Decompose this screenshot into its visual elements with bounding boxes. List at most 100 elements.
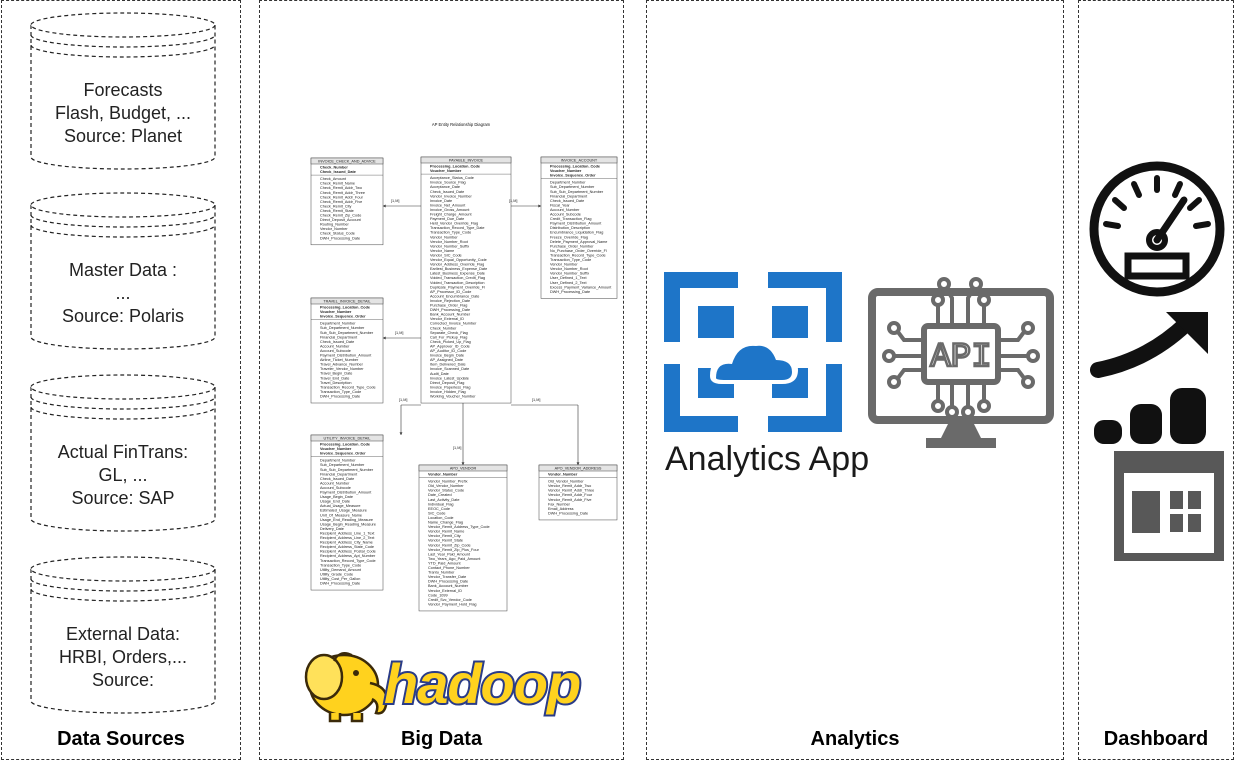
erd-field: Transaction_Record_Type_Code: [320, 559, 376, 563]
erd-field: Sub_Sub_Department_Number: [320, 331, 374, 335]
erd-field: Check_Amount: [320, 177, 347, 181]
erd-field: Recipient_Address_Line_2_Text: [320, 536, 375, 540]
erd-field: Invoice_Begin_Date: [430, 354, 464, 358]
erd-field: Actual_Usage_Measure: [320, 504, 361, 508]
erd-key-field: Check_Number: [320, 166, 348, 170]
erd-field: Credit_Transaction_Flag: [550, 217, 591, 221]
erd-field: Old_Vendor_Number: [428, 484, 464, 488]
erd-field: Recipient_Address_Postal_Code: [320, 550, 376, 554]
api-label: API: [930, 339, 991, 377]
erd-field: Vendor_Transfer_Date: [428, 575, 466, 579]
data-source-line: Flash, Budget, ...: [54, 103, 192, 123]
erd-field: Individual_Flag: [428, 502, 454, 506]
erd-entity-box: [420, 156, 512, 404]
erd-key-field: Vendor_Number: [428, 473, 458, 477]
erd-field: Account_Number: [320, 344, 350, 348]
erd-field: Payment_Distribution_Amount: [320, 491, 372, 495]
erd-field: Check_Remit_Addr_Three: [320, 191, 365, 195]
data-source-line: Source: Polaris: [61, 306, 185, 326]
erd-field: Payment_Distribution_Amount: [550, 222, 602, 226]
erd-field: Account_Encumbrance_Date: [430, 294, 479, 298]
erd-arrowhead: [383, 204, 386, 208]
erd-field: Sub_Sub_Department_Number: [550, 190, 604, 194]
erd-field: Vendor_Number_Suffix: [550, 272, 589, 276]
erd-field: Payment_Due_Date: [430, 217, 464, 221]
erd-entity-name: INVOICE_CHECK_AND_ADVICE: [318, 160, 376, 164]
erd-field: Transaction_Type_Code: [320, 563, 361, 567]
erd-field: Financial_Department: [550, 194, 588, 198]
erd-arrowhead: [383, 336, 386, 340]
erd-field: Account_Number: [320, 481, 350, 485]
erd-field: Utility_Grade_Code: [320, 572, 353, 576]
erd-entity-box: [418, 464, 508, 612]
erd-field: Transaction_Type_Code: [320, 390, 361, 394]
erd-field: Check_Remit_State: [320, 209, 354, 213]
erd-field: Usage_Begin_Reading_Measure: [320, 522, 376, 526]
erd-field: Check_Remit_Name: [320, 182, 355, 186]
erd-field: Account_Subcode: [550, 213, 581, 217]
erd-field: Vendor_Remit_Addr_Three: [548, 489, 594, 493]
data-sources-title: Data Sources: [57, 728, 185, 750]
dashboard-panel: Dashboard: [1078, 0, 1234, 760]
erd-field: Invoice_Scanned_Date: [430, 367, 469, 371]
erd-field: Transaction_Type_Code: [550, 258, 591, 262]
erd-field: Invoice_Source_Flag: [430, 181, 466, 185]
erd-field: Check_Number: [430, 326, 457, 330]
erd-key-field: Processing_Location_Code: [430, 165, 480, 169]
erd-arrowhead: [538, 204, 541, 208]
erd-field: Freight_Charge_Amount: [430, 213, 473, 217]
entity-relationship-diagram: AP Entity Relationship DiagramINVOICE_CH…: [303, 113, 619, 633]
erd-field: Transaction_Record_Type_Code: [550, 253, 606, 257]
erd-field: Working_Voucher_Number: [430, 395, 476, 399]
data-source-label: Master Data :... Source: Polaris: [30, 259, 216, 328]
growth-trend-icon: [1090, 312, 1208, 444]
erd-entity-name: TRAVEL_INVOICE_DETAIL: [323, 300, 370, 304]
erd-entity-box: [310, 434, 384, 591]
erd-field: Unit_Of_Measure_Name: [320, 513, 362, 517]
erd-field: Check_Remit_City: [320, 204, 352, 208]
erd-field: DWH_Processing_Date: [548, 511, 588, 515]
erd-field: Department_Number: [320, 459, 356, 463]
erd-field: Invoice_Paperless_Flag: [430, 385, 471, 389]
erd-entity-name: UTILITY_INVOICE_DETAIL: [324, 437, 371, 441]
erd-relation-label: [1,M]: [391, 199, 399, 203]
data-source-line: Master Data :: [68, 260, 178, 280]
erd-field: Separate_Check_Flag: [430, 331, 468, 335]
data-source-line: GL, ...: [98, 465, 148, 485]
erd-field: Bank_Account_Number: [428, 584, 469, 588]
data-source-line: Source: Planet: [63, 126, 183, 146]
erd-field: Encumbrance_Liquidation_Flag: [550, 231, 603, 235]
erd-field: Invoice_Rejection_Date: [430, 299, 470, 303]
data-source-line: ...: [115, 283, 131, 303]
erd-key-field: Voucher_Number: [550, 169, 582, 173]
data-source-line: Source: SAP: [71, 488, 175, 508]
erd-field: Account_Subcode: [320, 486, 351, 490]
erd-field: Vendor_Name: [430, 249, 454, 253]
erd-field: Airline_Ticket_Number: [320, 358, 359, 362]
erd-field: Audit_Date: [430, 372, 449, 376]
erd-field: Vendor_Remit_City: [428, 534, 461, 538]
erd-entity-name: INVOICE_ACCOUNT: [561, 159, 598, 163]
erd-field: Credit_Svc_Vendor_Code: [428, 598, 472, 602]
erd-field: DWH_Processing_Date: [550, 290, 590, 294]
database-cylinder-icon: [30, 374, 216, 532]
erd-field: Vendor_Address_Override_Flag: [430, 263, 484, 267]
erd-field: Vendor_Remit_Name: [428, 530, 464, 534]
erd-field: Old_Vendor_Number: [548, 480, 584, 484]
dashboard-tile-icon: [1114, 451, 1224, 561]
erd-field: Duplicate_Payment_Override_Fl: [430, 285, 485, 289]
erd-field: Check_Issued_Date: [550, 199, 584, 203]
erd-field: Vendor_Equal_Opportunity_Code: [430, 258, 487, 262]
erd-field: Direct_Deposit_Flag: [430, 381, 464, 385]
erd-field: Department_Number: [550, 181, 586, 185]
erd-field: Direct_Deposit_Account: [320, 218, 362, 222]
erd-field: Transaction_Record_Type_Date: [430, 226, 485, 230]
hadoop-elephant-icon: [304, 652, 388, 723]
erd-field: Fax_Number: [548, 502, 571, 506]
erd-field: Check_Remit_Zip_Code: [320, 214, 361, 218]
erd-field: Vendor_Remit_Addr_Two: [548, 484, 591, 488]
erd-field: Vendor_SIC_Code: [430, 253, 462, 257]
erd-field: Routing_Number: [320, 223, 349, 227]
erd-field: Payment_Distribution_Amount: [320, 354, 372, 358]
